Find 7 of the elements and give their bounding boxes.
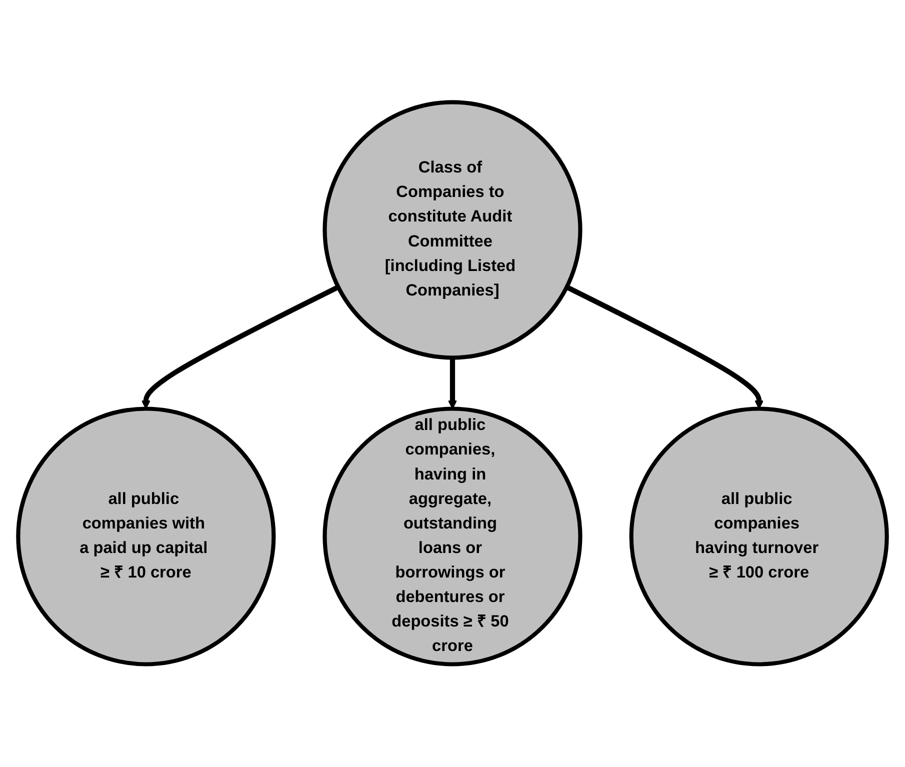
arrow (448, 357, 457, 409)
arrow (141, 284, 340, 409)
node-circle: Class of Companies to constitute Audit Committee [including Listed Companies] (322, 100, 582, 360)
node-circle: all public companies with a paid up capital ≥ ₹ 10 crore (16, 406, 276, 666)
node-circle: all public companies having turnover ≥ ₹ 100 crore (629, 406, 889, 666)
arrow (566, 284, 764, 409)
node-circle: all public companies, having in aggregate, outstanding loans or borrowings or debentures or deposits ≥ ₹ 50 crore (322, 406, 582, 666)
